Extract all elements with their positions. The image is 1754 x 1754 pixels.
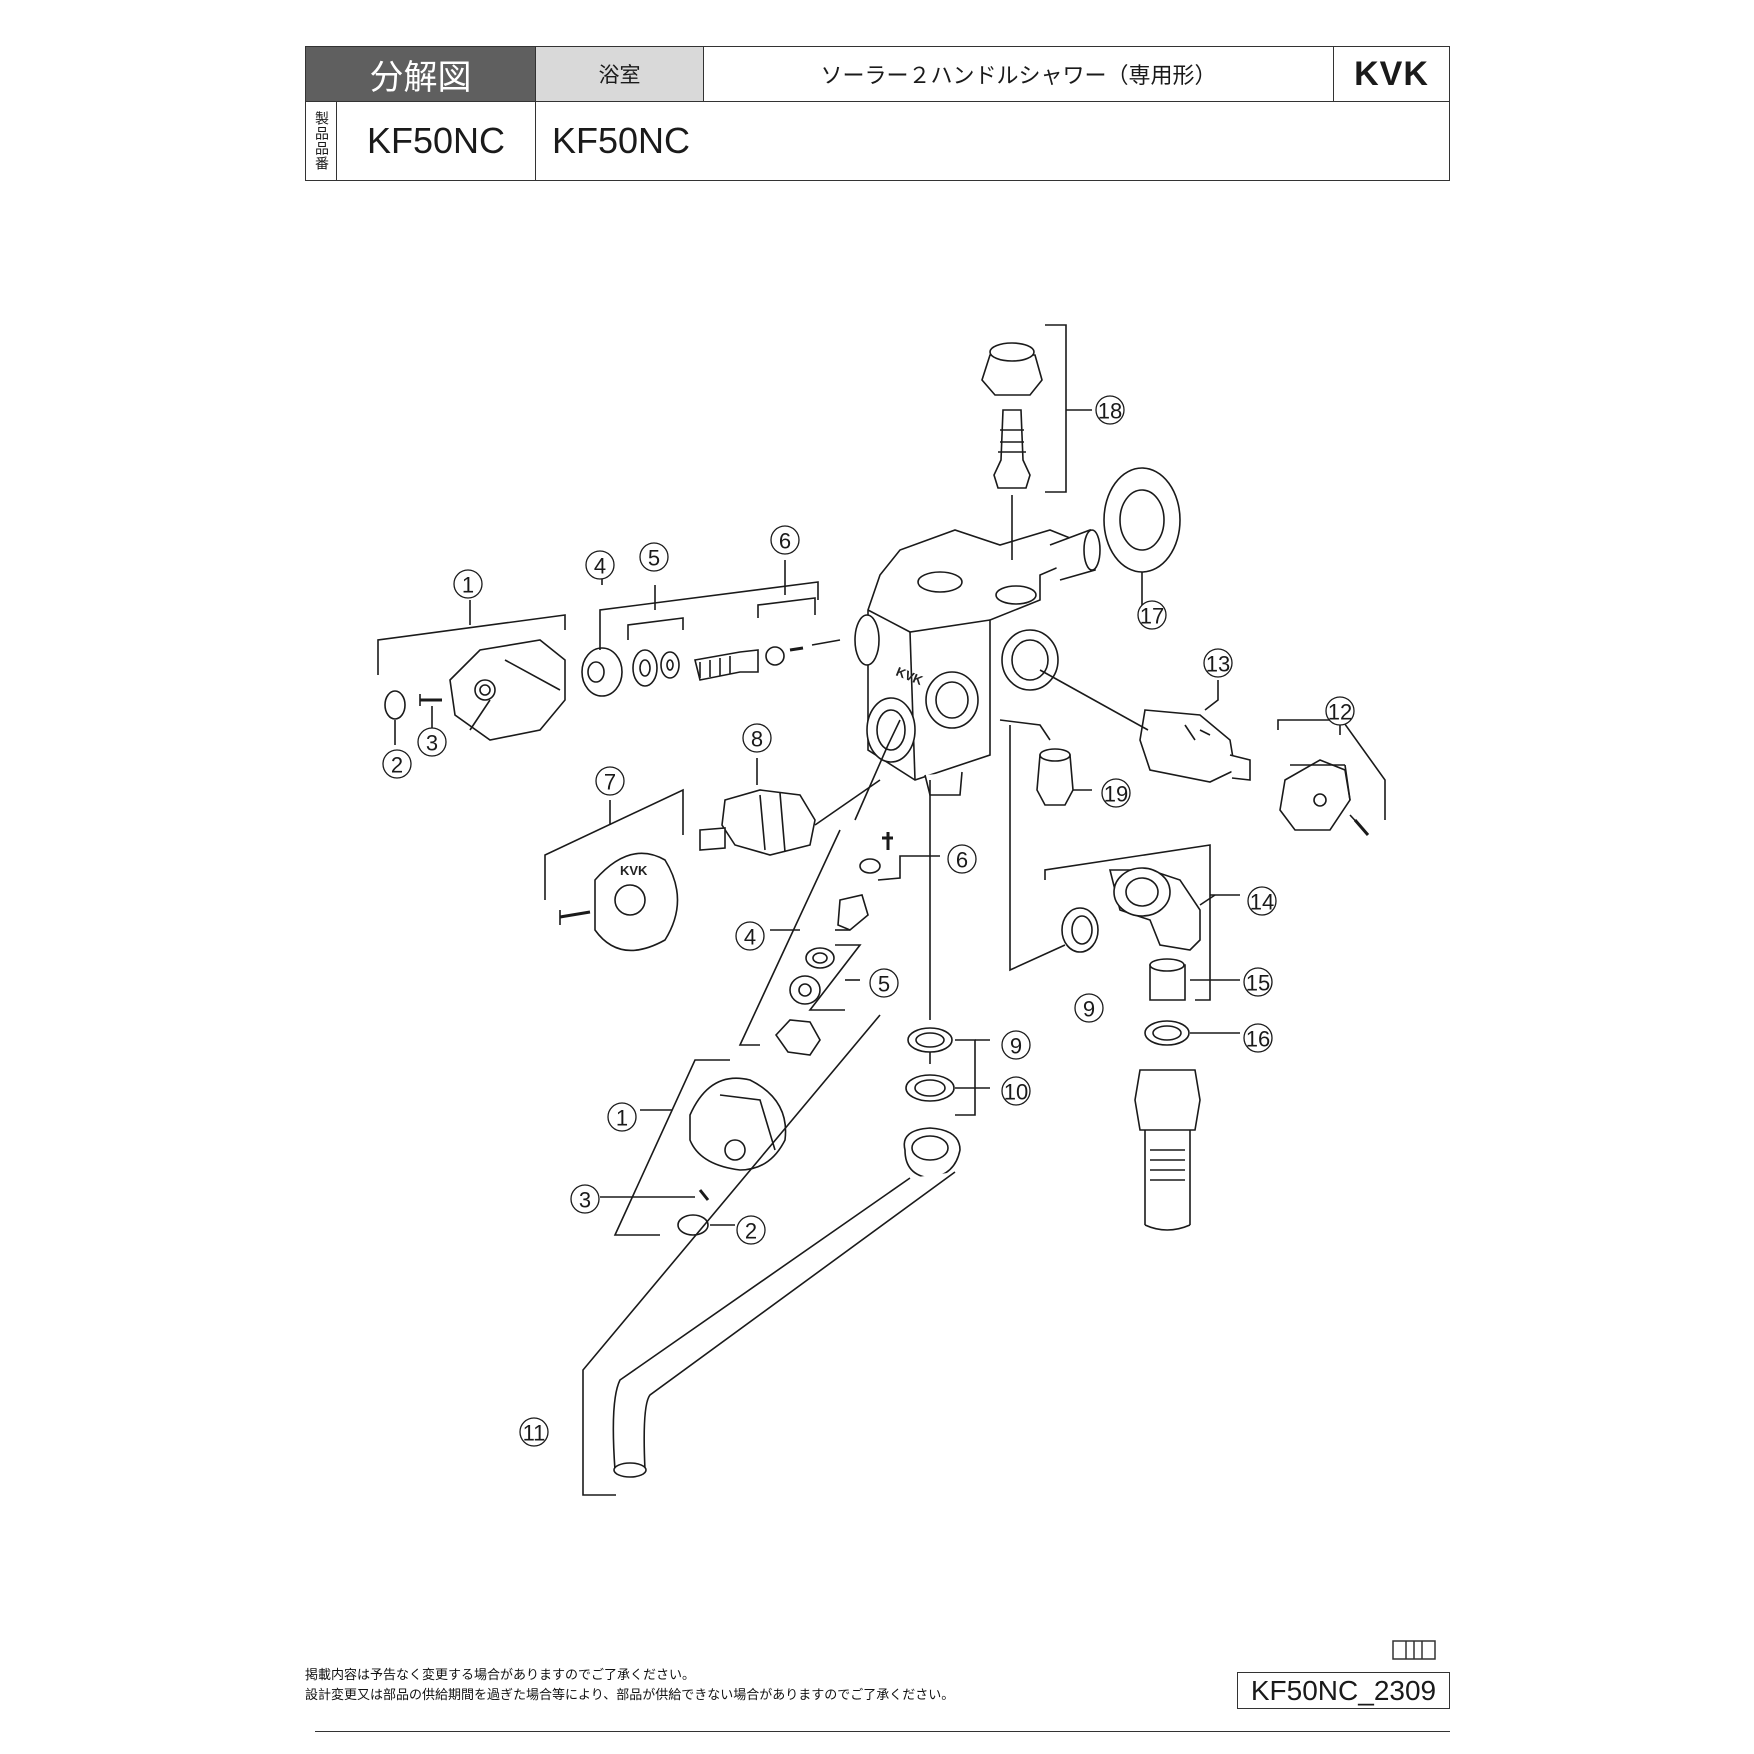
model-number-primary: KF50NC [337, 101, 536, 180]
callout-5-lower: 5 [869, 968, 899, 998]
part-7-knob: KVK [544, 788, 684, 952]
svg-text:8: 8 [751, 727, 763, 752]
callout-8: 8 [742, 723, 772, 753]
svg-text:4: 4 [594, 554, 606, 579]
knob-marking: KVK [620, 863, 648, 878]
part-12-right-handle [1277, 719, 1386, 836]
callout-18: 18 [1095, 395, 1125, 425]
part-3-lower-screw [600, 1189, 710, 1201]
header-table: 分解図 浴室 ソーラー２ハンドルシャワー（専用形） KVK 製品品番 KF50N… [305, 46, 1450, 181]
part-13-right-cartridge [1039, 669, 1251, 783]
svg-text:3: 3 [426, 731, 438, 756]
part-4-5-lower [738, 829, 862, 1056]
svg-text:3: 3 [579, 1188, 591, 1213]
doc-type-title: 分解図 [306, 47, 536, 101]
callout-16: 16 [1243, 1023, 1273, 1053]
svg-text:1: 1 [616, 1106, 628, 1131]
callout-9-lower: 9 [1001, 1030, 1031, 1060]
callout-7: 7 [595, 766, 625, 796]
svg-text:1: 1 [462, 573, 474, 598]
callout-3-upper: 3 [417, 727, 447, 757]
part-11-spout [582, 1014, 961, 1496]
svg-text:17: 17 [1140, 604, 1164, 629]
svg-text:19: 19 [1104, 782, 1128, 807]
callout-9-right: 9 [1074, 993, 1104, 1023]
callout-19: 19 [1101, 778, 1131, 808]
callout-5-upper: 5 [639, 542, 669, 572]
part-6-upper-spindle [694, 560, 841, 681]
model-number-secondary: KF50NC [551, 119, 691, 161]
callout-6-upper: 6 [770, 525, 800, 555]
part-18-top-valve [981, 324, 1092, 560]
document-id: KF50NC_2309 [1237, 1672, 1450, 1709]
svg-text:16: 16 [1246, 1027, 1270, 1052]
part-17-escutcheon [1103, 467, 1181, 616]
svg-text:5: 5 [648, 546, 660, 571]
svg-text:9: 9 [1083, 997, 1095, 1022]
part-5-upper-washers [627, 585, 684, 687]
svg-text:12: 12 [1328, 700, 1352, 725]
header-row-2: 製品品番 KF50NC KF50NC [306, 101, 1449, 180]
part-15-nut [1149, 958, 1240, 1001]
brand-logo: KVK [1354, 54, 1429, 93]
svg-text:4: 4 [744, 925, 756, 950]
svg-text:14: 14 [1250, 890, 1274, 915]
callout-2-upper: 2 [382, 749, 412, 779]
bottom-rule [315, 1731, 1450, 1732]
callout-6-lower: 6 [947, 844, 977, 874]
callout-11: 11 [519, 1417, 549, 1447]
part-16-washer [1144, 1020, 1240, 1046]
callout-3-lower: 3 [570, 1184, 600, 1214]
callout-4-upper: 4 [585, 550, 615, 580]
callout-14: 14 [1247, 886, 1277, 916]
svg-text:7: 7 [604, 770, 616, 795]
header-row-1: 分解図 浴室 ソーラー２ハンドルシャワー（専用形） KVK [306, 47, 1449, 102]
part-2-upper-cap [384, 690, 406, 745]
svg-text:10: 10 [1004, 1080, 1028, 1105]
callout-10: 10 [1001, 1076, 1031, 1106]
footer-note-line-1: 掲載内容は予告なく変更する場合がありますのでご了承ください。 [305, 1668, 696, 1683]
svg-text:11: 11 [523, 1421, 546, 1446]
callout-2-lower: 2 [736, 1215, 766, 1245]
part-19-small-valve [999, 719, 1092, 806]
hose-pipe [1134, 1069, 1201, 1231]
part-9-lower-packing [907, 1027, 953, 1064]
part-8-left-cartridge [699, 758, 881, 856]
svg-text:2: 2 [391, 753, 403, 778]
callout-4-lower: 4 [735, 921, 765, 951]
callout-1-lower: 1 [607, 1102, 637, 1132]
product-name-cell: ソーラー２ハンドルシャワー（専用形） [704, 47, 1334, 101]
category-cell: 浴室 [536, 47, 704, 101]
valve-body: KVK [854, 528, 1101, 796]
svg-text:9: 9 [1010, 1034, 1022, 1059]
svg-text:6: 6 [956, 848, 968, 873]
footer-notes: 掲載内容は予告なく変更する場合がありますのでご了承ください。 設計変更又は部品の… [305, 1666, 954, 1706]
svg-text:18: 18 [1098, 399, 1122, 424]
callout-12: 12 [1325, 696, 1355, 726]
part-3-upper-screw [419, 694, 442, 730]
model-number-label: 製品品番 [306, 101, 337, 180]
part-10-washer [905, 1074, 955, 1102]
callouts: 1 2 3 4 5 6 7 8 6 4 5 1 3 2 9 9 10 11 12… [382, 395, 1355, 1447]
part-14-elbow [1108, 867, 1216, 951]
callout-15: 15 [1243, 967, 1273, 997]
svg-text:2: 2 [745, 1219, 757, 1244]
part-6-lower [835, 832, 940, 931]
callout-1-upper: 1 [453, 569, 483, 599]
callout-13: 13 [1203, 648, 1233, 678]
manual-icon [1392, 1640, 1436, 1660]
svg-text:5: 5 [878, 972, 890, 997]
footer-note-line-2: 設計変更又は部品の供給期間を過ぎた場合等により、部品が供給できない場合があります… [305, 1688, 955, 1703]
svg-text:13: 13 [1206, 652, 1230, 677]
part-1-lower-handle [613, 1059, 787, 1236]
part-9-right-packing [1061, 907, 1099, 953]
svg-text:6: 6 [779, 529, 791, 554]
part-4-upper-nut [581, 570, 819, 697]
part-1-upper-handle [449, 639, 566, 741]
svg-text:15: 15 [1246, 971, 1270, 996]
callout-17: 17 [1137, 600, 1167, 630]
part-2-lower-cap [677, 1214, 735, 1236]
